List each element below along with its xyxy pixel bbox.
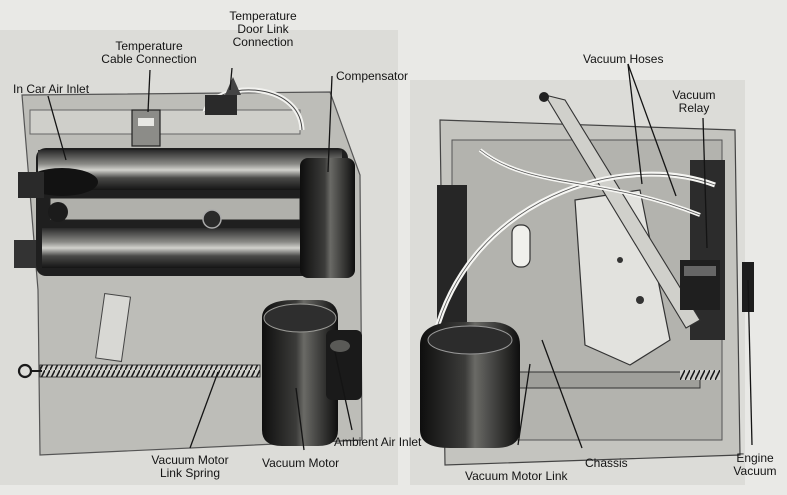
compensator-label: Compensator (336, 69, 409, 83)
ambient-air-inlet-label: Ambient Air Inlet (334, 435, 422, 449)
label-line: Connection (232, 35, 294, 49)
label-line: Door Link (237, 22, 289, 36)
label-line: Vacuum (672, 88, 716, 102)
chassis-label: Chassis (585, 456, 628, 470)
left-assembly-image (0, 30, 398, 485)
vacuum-motor-label: Vacuum Motor (262, 456, 340, 470)
right-assembly-image (410, 80, 754, 485)
vacuum-hoses-label: Vacuum Hoses (583, 52, 664, 66)
label-line: Relay (678, 101, 710, 115)
leader-lines (47, 63, 753, 451)
vacuum-relay-label: Vacuum Relay (664, 89, 724, 115)
in-car-air-inlet-label: In Car Air Inlet (13, 82, 90, 96)
label-line: Vacuum Motor (151, 453, 229, 467)
label-line: Temperature (229, 9, 297, 23)
label-line: Link Spring (159, 466, 221, 480)
label-line: Cable Connection (101, 52, 197, 66)
vacuum-motor-link-label: Vacuum Motor Link (465, 469, 568, 483)
label-line: Engine (736, 451, 774, 465)
vacuum-motor-link-spring-label: Vacuum Motor Link Spring (138, 454, 242, 480)
label-line: Vacuum (733, 464, 777, 478)
engine-vacuum-label: Engine Vacuum (727, 452, 783, 478)
label-line: Temperature (115, 39, 183, 53)
temperature-door-link-connection-label: Temperature Door Link Connection (211, 10, 315, 49)
temperature-cable-connection-label: Temperature Cable Connection (90, 40, 208, 66)
